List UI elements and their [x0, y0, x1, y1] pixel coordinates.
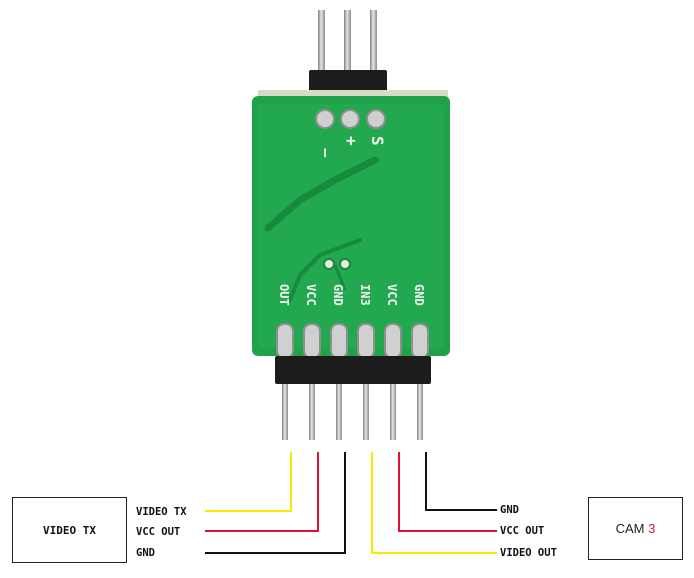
top-pad-3: [366, 109, 386, 129]
top-pin-1: [318, 10, 325, 74]
bottom-pin-label-5: VCC: [385, 284, 399, 306]
left-wire-label-gnd: GND: [136, 547, 155, 559]
bottom-pin-2: [309, 384, 315, 440]
right-wire-label-vcc-out: VCC OUT: [500, 525, 545, 537]
bottom-header: [275, 356, 431, 440]
top-pin-label-2: +: [342, 136, 361, 146]
bottom-pad-6: [411, 323, 429, 359]
wire-gnd-left: [205, 452, 346, 554]
pcb-board: − + S OUT VCC GND IN3 VCC GND: [252, 90, 450, 359]
bottom-pin-label-6: GND: [412, 284, 426, 306]
pcb-edge: [258, 104, 444, 348]
bottom-pin-label-1: OUT: [277, 284, 291, 306]
bottom-pin-5: [390, 384, 396, 440]
camera-box: CAM 3: [588, 497, 683, 560]
bottom-pad-1: [276, 323, 294, 359]
wire-gnd-right: [425, 452, 497, 511]
wire-vcc-out-left: [205, 452, 319, 532]
wire-video-out: [371, 452, 497, 554]
bottom-header-housing: [275, 356, 431, 384]
top-pin-3: [370, 10, 377, 74]
camera-box-label: CAM 3: [615, 521, 656, 536]
pcb-trace-3: [333, 264, 347, 291]
bottom-pin-3: [336, 384, 342, 440]
bottom-pad-4: [357, 323, 375, 359]
wires: [205, 452, 497, 554]
bottom-pin-1: [282, 384, 288, 440]
wire-video-tx: [205, 452, 292, 512]
video-tx-box: VIDEO TX: [12, 497, 127, 563]
bottom-pad-3: [330, 323, 348, 359]
left-wire-label-video-tx: VIDEO TX: [136, 506, 187, 518]
bottom-pin-4: [363, 384, 369, 440]
top-pin-label-3: S: [368, 136, 387, 146]
pcb-via-1: [323, 258, 335, 270]
top-pad-1: [315, 109, 335, 129]
pcb-trace-2: [288, 238, 362, 302]
right-wire-label-video-out: VIDEO OUT: [500, 547, 557, 559]
top-header-housing: [309, 70, 387, 94]
video-tx-box-label: VIDEO TX: [43, 523, 96, 537]
left-wire-label-vcc-out: VCC OUT: [136, 526, 181, 538]
camera-number: 3: [648, 521, 656, 536]
top-pin-2: [344, 10, 351, 74]
bottom-pin-label-3: GND: [331, 284, 345, 306]
top-header: [309, 10, 387, 94]
pcb-trace-1: [264, 156, 379, 232]
top-pad-2: [340, 109, 360, 129]
bottom-pin-label-2: VCC: [304, 284, 318, 306]
pcb-via-2: [339, 258, 351, 270]
bottom-pin-label-4: IN3: [358, 284, 372, 306]
right-wire-label-gnd: GND: [500, 504, 519, 516]
top-pin-label-1: −: [316, 148, 335, 158]
bottom-pad-5: [384, 323, 402, 359]
wire-vcc-out-right: [398, 452, 497, 532]
bottom-pin-6: [417, 384, 423, 440]
bottom-pad-2: [303, 323, 321, 359]
